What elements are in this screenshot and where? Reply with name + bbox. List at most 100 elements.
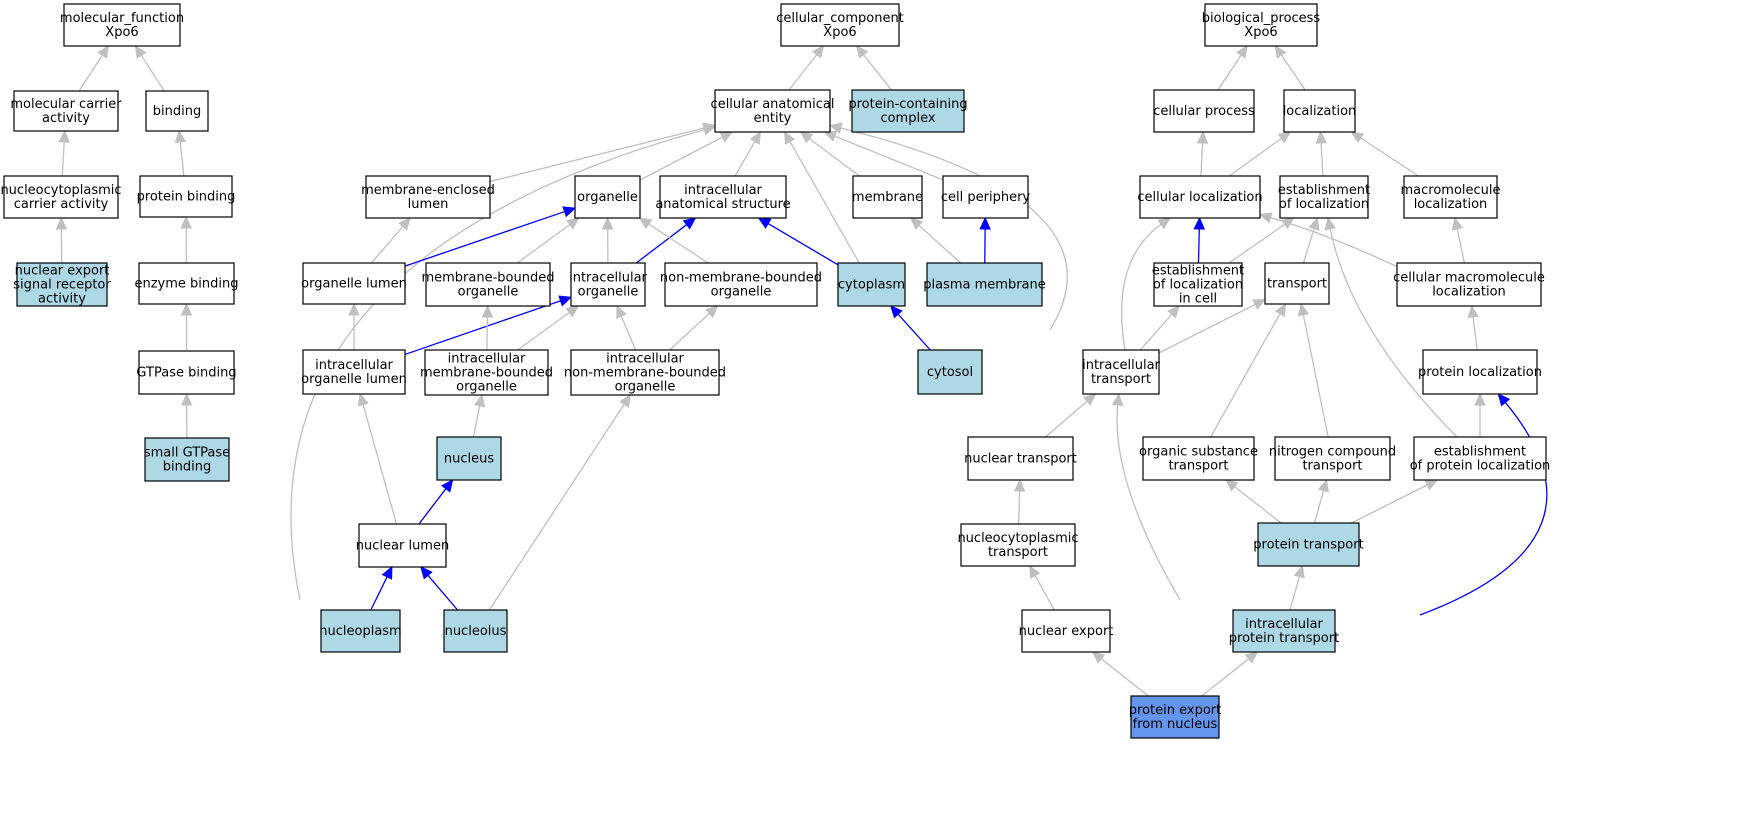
edge-line — [669, 312, 711, 351]
node-box — [1142, 436, 1255, 481]
go-term-node-binding[interactable]: binding — [145, 90, 209, 132]
node-label-line: binding — [153, 104, 201, 119]
edge-line — [1217, 53, 1243, 91]
go-term-node-nucleus[interactable]: nucleus — [436, 436, 502, 481]
edge-arrowhead — [1157, 217, 1171, 230]
edge-nuo-to-nl — [420, 566, 459, 611]
go-term-node-ne[interactable]: nuclear export — [1019, 609, 1114, 653]
node-label-line: cellular process — [1153, 104, 1255, 119]
edge-ncyt-to-nt — [1013, 478, 1026, 525]
edge-arrowhead — [616, 304, 627, 319]
node-box — [145, 90, 209, 132]
edge-pefn-to-ipt — [1201, 651, 1259, 697]
edge-inmbo-to-nmbo — [669, 305, 719, 351]
go-term-node-eb[interactable]: enzyme binding — [134, 262, 239, 305]
edge-line — [635, 223, 688, 264]
node-box — [1204, 3, 1318, 47]
node-label-line: in cell — [1179, 292, 1217, 307]
go-term-node-tr[interactable]: transport — [1264, 262, 1330, 305]
go-term-node-np[interactable]: nucleoplasm — [319, 609, 402, 653]
edge-arrowhead — [719, 131, 734, 143]
go-term-node-mem[interactable]: membrane — [852, 175, 923, 219]
edge-arrowhead — [1082, 393, 1097, 406]
edge-arrowhead — [1244, 651, 1259, 664]
go-term-node-pb[interactable]: protein binding — [137, 175, 236, 218]
edge-ml-to-loc — [1350, 131, 1419, 177]
node-box — [365, 175, 491, 219]
edge-arrowhead — [381, 565, 393, 580]
node-label-line: cytoplasm — [838, 278, 905, 293]
go-term-node-loc[interactable]: localization — [1283, 89, 1357, 133]
edge-arrowhead — [1350, 131, 1365, 144]
node-label-line: cellular localization — [1137, 190, 1262, 205]
edge-ne-to-ncyt — [1029, 564, 1055, 611]
go-term-node-gtpb[interactable]: GTPase binding — [136, 350, 237, 395]
node-label-line: cell periphery — [941, 190, 1031, 205]
node-box — [837, 262, 906, 307]
edge-arrowhead — [783, 130, 796, 145]
go-term-node-cellp[interactable]: cellular process — [1153, 89, 1255, 133]
node-label-line: transport — [1091, 372, 1151, 387]
go-term-node-cyto[interactable]: cytoplasm — [837, 262, 906, 307]
edge-line — [1472, 315, 1478, 351]
node-box — [714, 89, 831, 133]
go-term-node-pl[interactable]: protein localization — [1418, 349, 1542, 395]
edge-nuo-to-inmbo — [488, 393, 631, 611]
node-label-line: nucleoplasm — [319, 624, 401, 639]
node-box — [1422, 349, 1538, 395]
go-term-node-inmbo[interactable]: intracellularnon-membrane-boundedorganel… — [564, 349, 726, 396]
go-term-node-pm[interactable]: plasma membrane — [923, 262, 1046, 307]
go-term-node-org[interactable]: organelle — [574, 175, 641, 219]
go-term-node-cl[interactable]: cellular localization — [1137, 175, 1263, 219]
node-label-line: transport — [1302, 459, 1362, 474]
go-term-node-ol[interactable]: organelle lumen — [301, 262, 407, 305]
go-term-node-nuo[interactable]: nucleolus — [443, 609, 508, 653]
edge-inmbo-to-io — [616, 304, 637, 351]
edge-arrowhead — [1252, 299, 1267, 310]
edge-line — [1228, 223, 1286, 264]
edge-arrowhead — [1111, 392, 1124, 407]
go-term-node-nt[interactable]: nuclear transport — [964, 436, 1077, 481]
go-term-node-nl[interactable]: nuclear lumen — [356, 523, 449, 568]
node-label-line: plasma membrane — [923, 278, 1046, 293]
edge-cml-to-ml — [1451, 216, 1466, 264]
node-box — [574, 175, 641, 219]
go-term-node-cp[interactable]: cell periphery — [941, 175, 1031, 219]
edge-pt-to-epl — [1351, 479, 1439, 524]
edge-line — [370, 575, 389, 611]
edge-line — [486, 315, 489, 351]
edge-arrowhead — [1424, 479, 1439, 491]
edge-line — [1201, 657, 1250, 697]
edge-cl-to-cellp — [1196, 130, 1209, 177]
go-term-node-cytosol[interactable]: cytosol — [917, 349, 983, 395]
edge-arrowhead — [889, 305, 903, 319]
go-term-node-pt[interactable]: protein transport — [1253, 522, 1364, 567]
